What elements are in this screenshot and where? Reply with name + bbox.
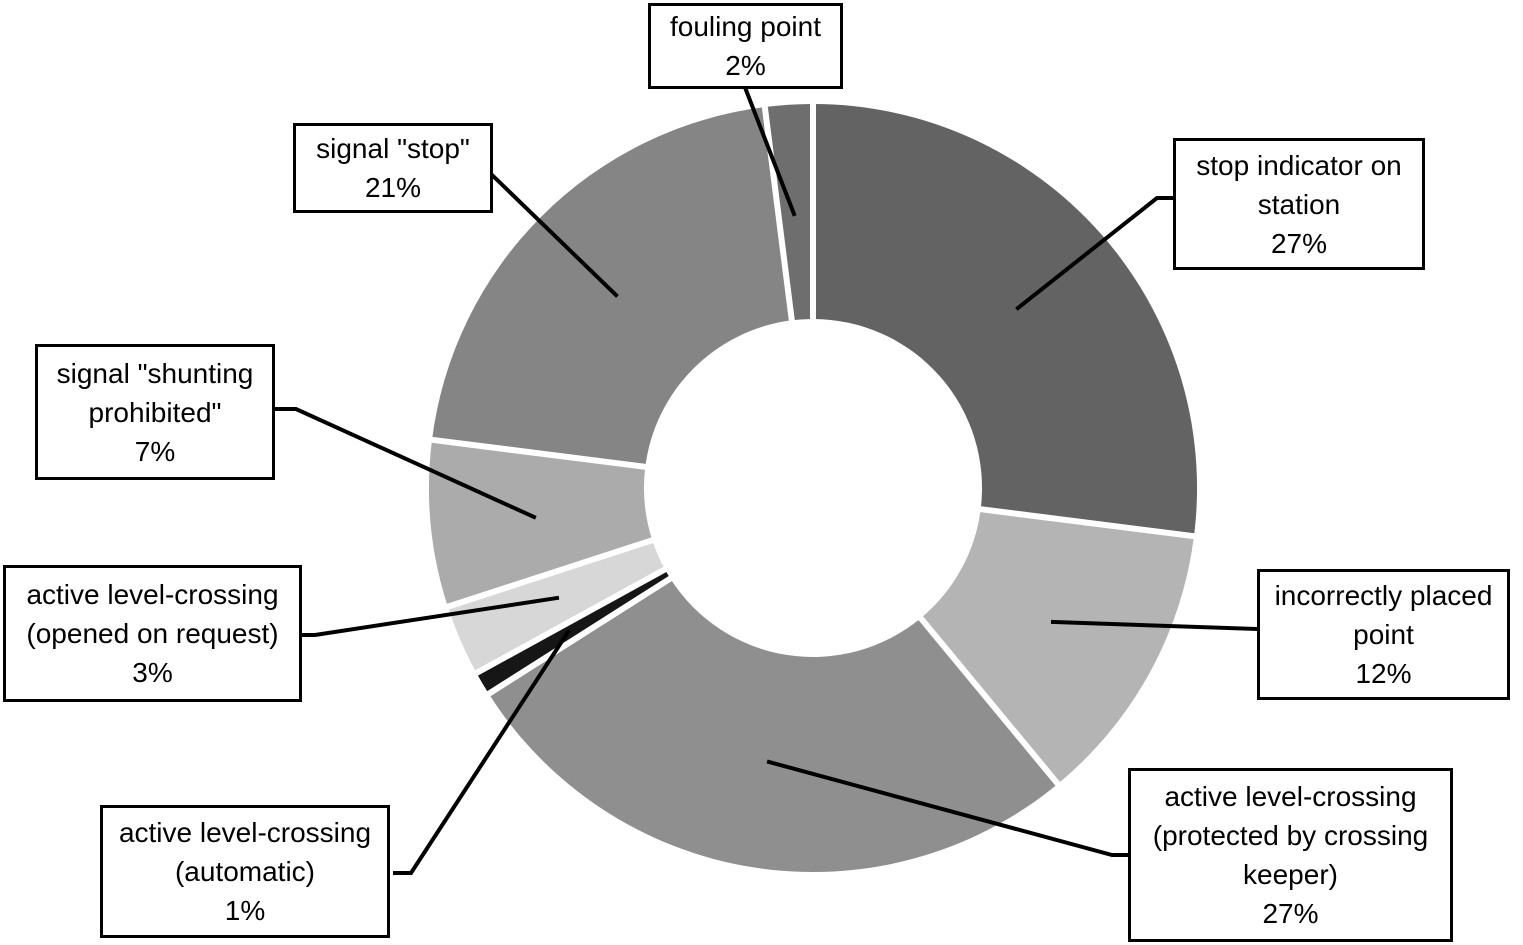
- segment-value: 2%: [725, 50, 766, 81]
- leader-line-active-level-crossing-automatic: [393, 629, 571, 875]
- callout-stop-indicator-on-station: stop indicator on station 27%: [1173, 138, 1425, 270]
- callout-signal-shunting-prohibited: signal "shunting prohibited" 7%: [35, 344, 275, 480]
- leader-line-fouling-point: [743, 87, 797, 217]
- segment-incorrectly-placed-point: [920, 509, 1194, 784]
- segment-label: fouling point: [669, 11, 821, 42]
- segment-signal-stop: [432, 107, 792, 467]
- segment-value: 12%: [1355, 658, 1412, 689]
- segment-stop-indicator-on-station: [813, 104, 1198, 537]
- leader-line-signal-shunting-prohibited: [274, 407, 537, 520]
- segment-label: stop indicator on station: [1196, 149, 1402, 220]
- segment-value: 27%: [1270, 227, 1328, 259]
- segment-active-level-crossing-automatic: [476, 569, 671, 694]
- segment-active-level-crossing-opened: [447, 540, 665, 673]
- segment-value: 21%: [364, 172, 422, 203]
- segment-value: 27%: [1262, 898, 1319, 929]
- segment-value: 7%: [134, 435, 176, 467]
- segment-active-level-crossing-protected: [488, 578, 1058, 873]
- segment-gap-line: [430, 436, 650, 471]
- callout-incorrectly-placed-point: incorrectly placed point 12%: [1257, 569, 1510, 700]
- leader-line-incorrectly-placed-point: [1050, 619, 1261, 632]
- segment-label: active level-crossing (opened on request…: [26, 579, 279, 649]
- segment-label: active level-crossing (protected by cros…: [1152, 781, 1429, 890]
- segment-gap-line: [486, 573, 676, 697]
- leader-line-stop-indicator-on-station: [1015, 196, 1176, 311]
- segment-gap-line: [474, 564, 670, 677]
- segment-label: incorrectly placed point: [1274, 580, 1493, 650]
- callout-active-level-crossing-protected: active level-crossing (protected by cros…: [1128, 768, 1453, 942]
- leader-line-active-level-crossing-protected: [766, 759, 1131, 857]
- segment-gap-line: [761, 105, 796, 325]
- segment-signal-shunting-prohibited: [428, 439, 653, 607]
- segment-gap-line: [976, 505, 1196, 540]
- segment-gap-line: [445, 536, 658, 610]
- callout-fouling-point: fouling point 2%: [648, 3, 843, 89]
- segment-value: 1%: [224, 895, 266, 926]
- segment-gap-line: [915, 613, 1061, 787]
- callout-active-level-crossing-automatic: active level-crossing (automatic) 1%: [100, 805, 390, 938]
- leader-line-active-level-crossing-opened: [300, 595, 560, 637]
- callout-active-level-crossing-opened: active level-crossing (opened on request…: [3, 565, 302, 702]
- segment-label: signal "stop": [316, 133, 470, 164]
- segment-fouling-point: [764, 103, 813, 321]
- segment-value: 3%: [132, 657, 173, 688]
- segment-label: active level-crossing (automatic): [118, 817, 372, 887]
- callout-signal-stop: signal "stop" 21%: [293, 123, 493, 213]
- segment-label: signal "shunting prohibited": [56, 357, 254, 428]
- leader-line-signal-stop: [487, 170, 619, 298]
